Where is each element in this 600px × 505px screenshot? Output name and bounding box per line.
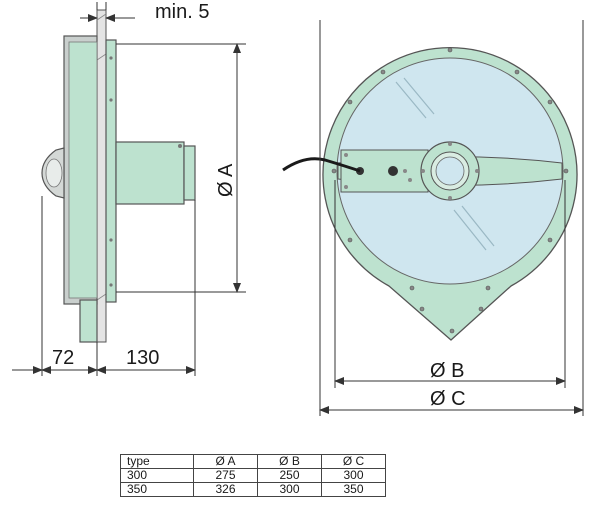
inner-flange (105, 39, 117, 303)
dim-c-label: Ø C (430, 388, 466, 410)
side-extension-lines (41, 2, 246, 376)
dimension-table: type Ø A Ø B Ø C 300 275 250 300 350 326… (120, 454, 386, 497)
motor-bracket (340, 149, 429, 193)
rim-bolts (331, 47, 569, 334)
cell-a: 275 (193, 468, 258, 483)
motor-housing (115, 141, 185, 205)
table-row: 300 275 250 300 (120, 468, 386, 483)
min-gap-label: min. 5 (155, 1, 209, 23)
cell-c: 300 (321, 468, 386, 483)
glass-pane (96, 9, 107, 343)
power-cable (282, 157, 361, 173)
table-row: 350 326 300 350 (120, 482, 386, 497)
cell-b: 250 (257, 468, 322, 483)
cell-b: 300 (257, 482, 322, 497)
cell-c: 350 (321, 482, 386, 497)
header-a: Ø A (193, 454, 258, 469)
side-view (41, 9, 196, 343)
dim-depth: 72 130 (12, 347, 196, 374)
dim-a-label: Ø A (215, 163, 237, 197)
front-view (282, 46, 578, 341)
header-c: Ø C (321, 454, 386, 469)
cell-type: 300 (120, 468, 194, 483)
cell-a: 326 (193, 482, 258, 497)
table-header-row: type Ø A Ø B Ø C (120, 454, 386, 469)
dim-a: Ø A (215, 43, 241, 293)
dim-left-label: 72 (52, 347, 74, 369)
header-b: Ø B (257, 454, 322, 469)
dim-c: Ø C (319, 388, 584, 414)
cell-type: 350 (120, 482, 194, 497)
dim-b-label: Ø B (430, 360, 464, 382)
dim-b: Ø B (334, 360, 566, 385)
dim-right-label: 130 (126, 347, 159, 369)
front-extension-lines (319, 20, 584, 416)
header-type: type (120, 454, 194, 469)
dim-min-gap: min. 5 (80, 1, 209, 23)
